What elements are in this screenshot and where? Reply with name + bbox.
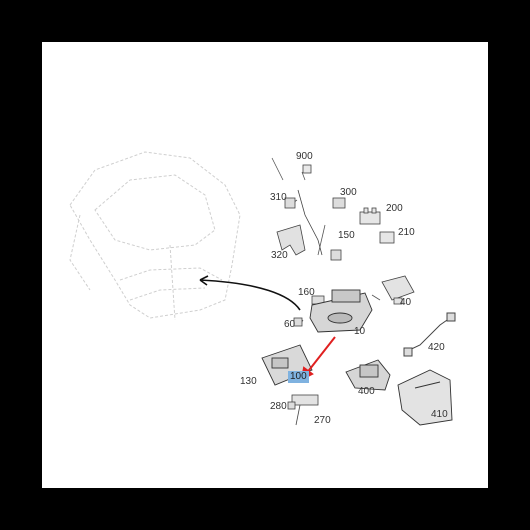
part-10-icon bbox=[309, 289, 373, 333]
callout-300: 300 bbox=[340, 187, 357, 198]
callout-420: 420 bbox=[428, 342, 445, 353]
part-300-icon bbox=[332, 197, 346, 209]
callout-210: 210 bbox=[398, 227, 415, 238]
callout-60: 60 bbox=[284, 319, 296, 330]
callout-200: 200 bbox=[386, 203, 403, 214]
callout-900: 900 bbox=[296, 151, 313, 162]
assembly-arrow bbox=[199, 275, 301, 311]
part-280-icon bbox=[287, 401, 296, 410]
part-420-icon bbox=[403, 312, 456, 357]
callout-10: 10 bbox=[354, 326, 366, 337]
callout-410: 410 bbox=[431, 409, 448, 420]
part-310-icon bbox=[284, 189, 323, 256]
part-40-icon bbox=[381, 275, 415, 305]
tailgate-outline bbox=[69, 151, 241, 321]
part-150-icon bbox=[330, 249, 342, 261]
callout-40: 40 bbox=[400, 297, 412, 308]
part-320-icon bbox=[276, 224, 306, 256]
callout-130: 130 bbox=[240, 376, 257, 387]
callout-100-highlighted: 100 bbox=[288, 371, 309, 383]
part-270-icon bbox=[291, 394, 319, 426]
part-60-icon bbox=[293, 317, 303, 327]
part-210-icon bbox=[379, 231, 395, 244]
callout-270: 270 bbox=[314, 415, 331, 426]
callout-310: 310 bbox=[270, 192, 287, 203]
callout-160: 160 bbox=[298, 287, 315, 298]
part-200-icon bbox=[359, 207, 381, 225]
part-410-icon bbox=[397, 369, 453, 426]
callout-320: 320 bbox=[271, 250, 288, 261]
callout-280: 280 bbox=[270, 401, 287, 412]
part-900-icon bbox=[302, 164, 312, 174]
callout-150: 150 bbox=[338, 230, 355, 241]
part-400-icon bbox=[345, 359, 391, 391]
callout-400: 400 bbox=[358, 386, 375, 397]
